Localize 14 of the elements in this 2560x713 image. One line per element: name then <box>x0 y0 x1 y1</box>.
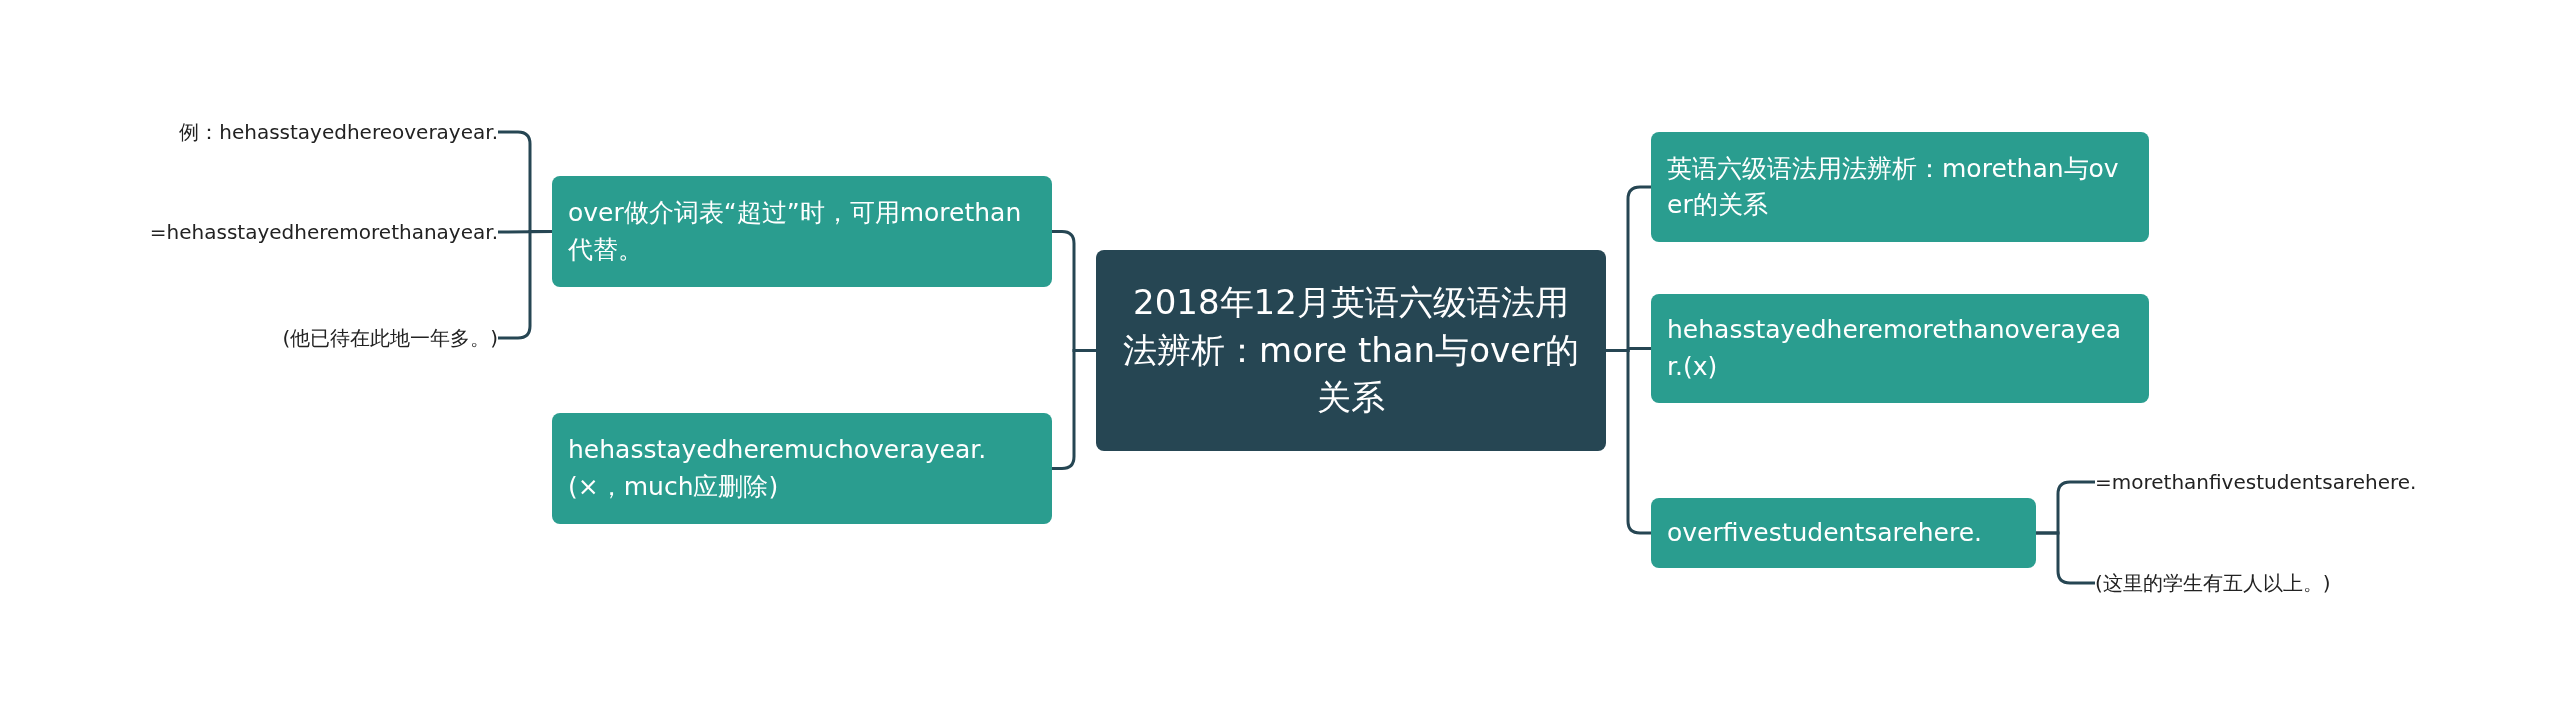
topic-box: hehasstayedheremuchoverayear.(×，much应删除) <box>552 413 1052 524</box>
note-text: 例：hehasstayedhereoverayear. <box>179 119 498 145</box>
topic-box: hehasstayedheremorethanoverayear.(x) <box>1651 294 2149 403</box>
topic-box: 英语六级语法用法辨析：morethan与over的关系 <box>1651 132 2149 242</box>
note-text: (他已待在此地一年多。) <box>282 325 498 351</box>
note-text: =hehasstayedheremorethanayear. <box>149 219 498 245</box>
topic-box: overfivestudentsarehere. <box>1651 498 2036 568</box>
connector-line <box>2036 531 2095 585</box>
topic-box: over做介词表“超过”时，可用morethan代替。 <box>552 176 1052 287</box>
note-text: =morethanfivestudentsarehere. <box>2095 469 2417 495</box>
connector-line <box>1052 349 1096 470</box>
note-text: (这里的学生有五人以上。) <box>2095 570 2331 596</box>
central-topic-box: 2018年12月英语六级语法用法辨析：more than与over的关系 <box>1096 250 1606 451</box>
connector-line <box>1606 349 1651 535</box>
